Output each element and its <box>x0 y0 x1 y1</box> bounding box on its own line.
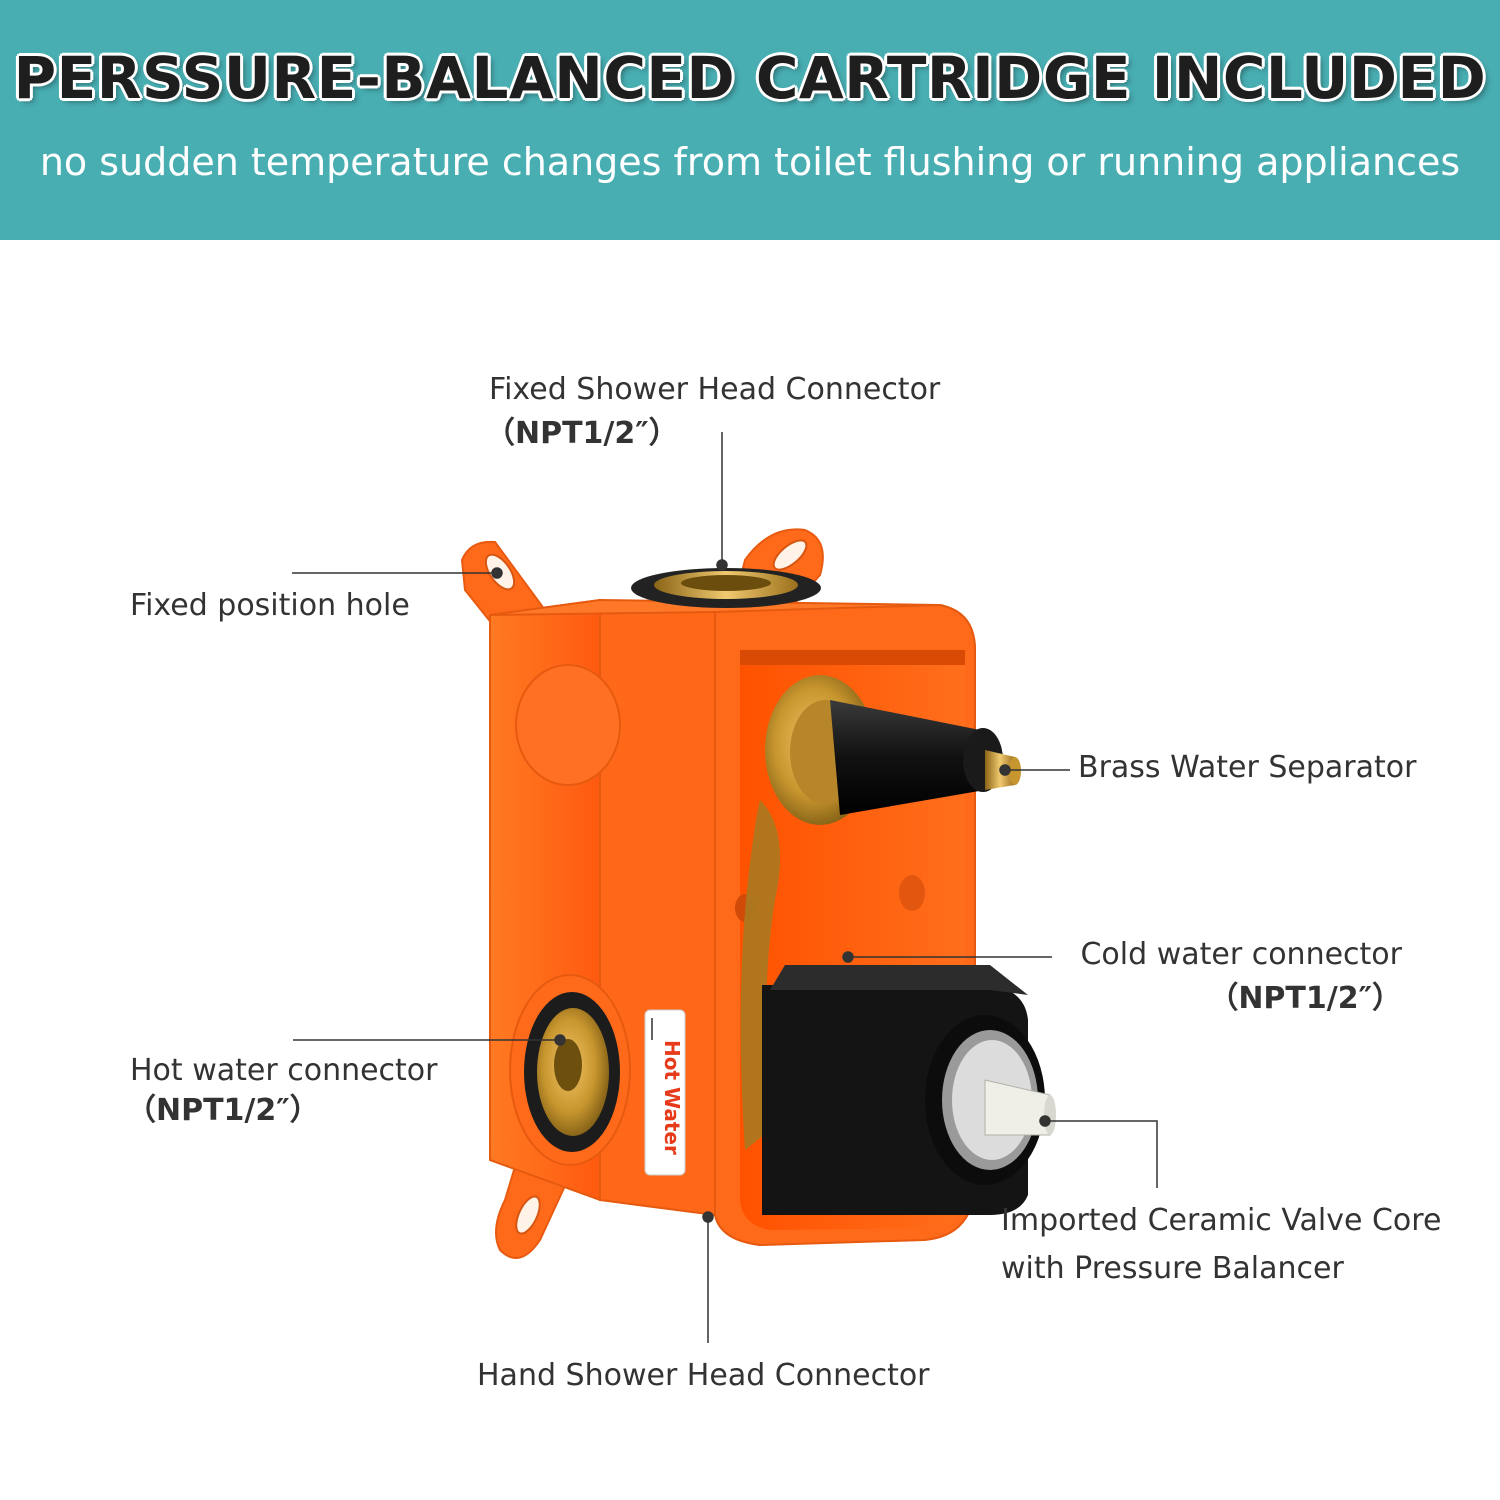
callout-cold-water-spec: （NPT1/2″） <box>1208 981 1402 1016</box>
callout-fixed-shower-head: Fixed Shower Head Connector （NPT1/2″） <box>485 372 941 452</box>
callout-fixed-position-hole: Fixed position hole <box>130 588 410 623</box>
page-title: PERSSURE-BALANCED CARTRIDGE INCLUDED <box>13 44 1487 112</box>
valve-diagram: Hot Water <box>0 240 1500 1500</box>
leader-valve-core <box>1045 1120 1158 1188</box>
valve-body-illustration: Hot Water <box>292 432 1158 1343</box>
hot-water-inlet <box>509 974 631 1166</box>
brass-water-separator <box>765 675 1021 825</box>
page-subtitle: no sudden temperature changes from toile… <box>39 140 1461 184</box>
sticker-text: Hot Water <box>660 1040 684 1155</box>
callout-cold-water-name: Cold water connector <box>1080 937 1402 972</box>
callout-hot-water-spec: （NPT1/2″） <box>126 1093 320 1128</box>
callout-valve-core-line1: Imported Ceramic Valve Core <box>1001 1203 1442 1238</box>
callout-hot-water: Hot water connector （NPT1/2″） <box>126 1053 438 1129</box>
callout-valve-core-line2: with Pressure Balancer <box>1001 1251 1344 1286</box>
callout-lines <box>292 432 1158 1343</box>
callout-cold-water: Cold water connector （NPT1/2″） <box>1080 937 1402 1017</box>
callout-hand-shower-head: Hand Shower Head Connector <box>477 1358 930 1393</box>
callout-hot-water-name: Hot water connector <box>130 1053 438 1088</box>
callout-brass-separator: Brass Water Separator <box>1078 750 1417 785</box>
callout-fixed-shower-name: Fixed Shower Head Connector <box>489 372 941 407</box>
hot-water-sticker <box>644 1009 686 1176</box>
callout-valve-core: Imported Ceramic Valve Core with Pressur… <box>1001 1203 1441 1287</box>
header-banner: PERSSURE-BALANCED CARTRIDGE INCLUDED no … <box>0 0 1500 240</box>
cartridge-block <box>762 965 1056 1215</box>
callout-fixed-shower-spec: （NPT1/2″） <box>485 416 679 451</box>
